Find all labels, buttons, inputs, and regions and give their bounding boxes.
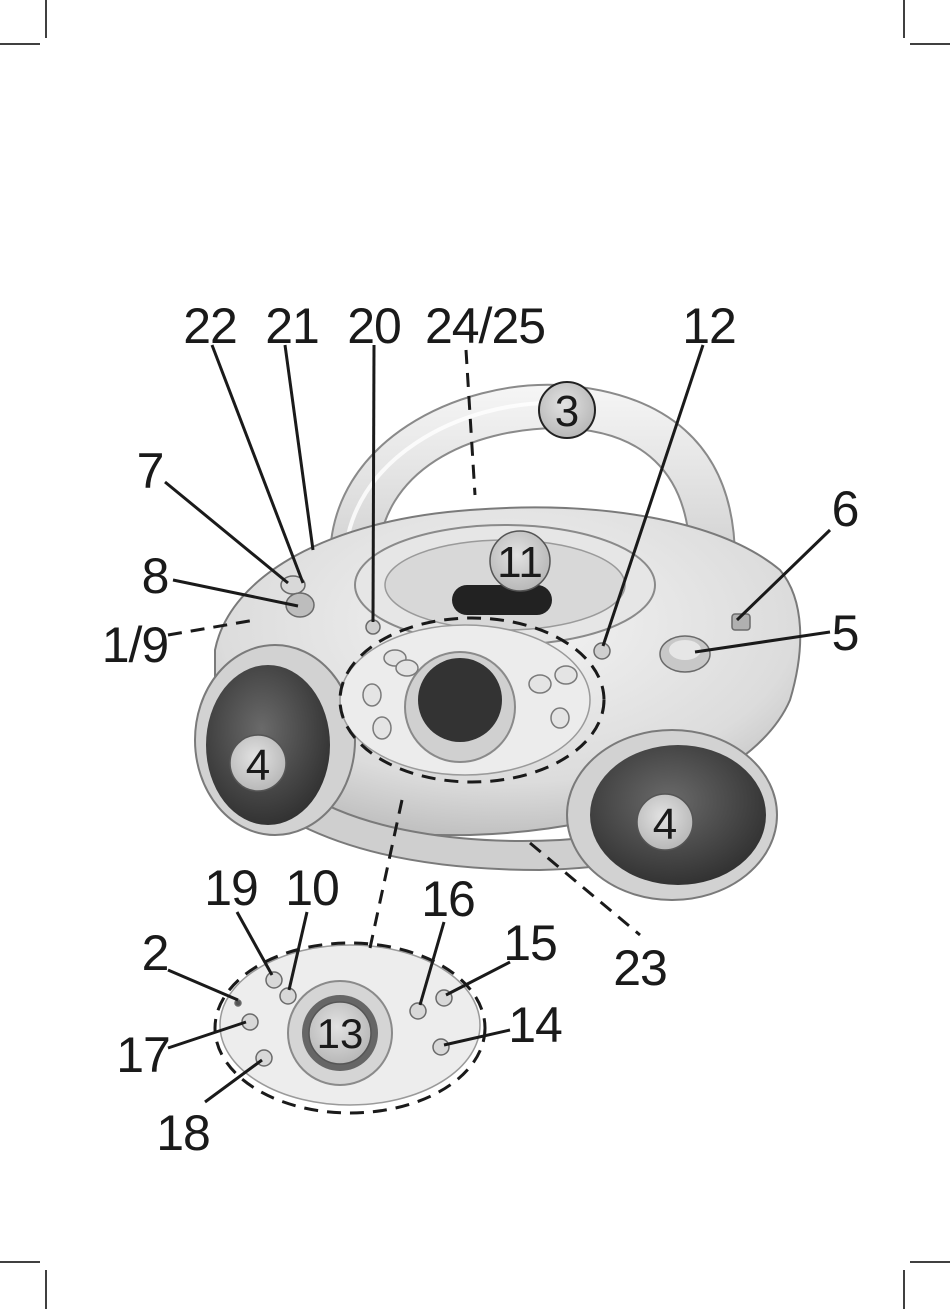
callout-14: 14 xyxy=(508,997,562,1053)
display-window xyxy=(418,658,502,742)
boombox xyxy=(195,385,800,1105)
badge-speaker-left: 4 xyxy=(246,741,270,790)
badge-speaker-right: 4 xyxy=(653,800,677,849)
callout-22: 22 xyxy=(183,298,237,354)
callout-6: 6 xyxy=(832,481,859,537)
cd-window xyxy=(452,585,552,615)
callout-7: 7 xyxy=(137,443,164,499)
callout-24-25: 24/25 xyxy=(425,298,545,354)
callout-10: 10 xyxy=(285,860,339,916)
callout-1-9: 1/9 xyxy=(102,617,169,673)
callout-15: 15 xyxy=(503,915,557,971)
badge-handle: 3 xyxy=(555,387,579,436)
callout-12: 12 xyxy=(682,298,736,354)
callout-23: 23 xyxy=(613,940,667,996)
callout-19: 19 xyxy=(204,860,258,916)
callout-18: 18 xyxy=(156,1105,210,1161)
badge-display: 13 xyxy=(317,1010,364,1057)
callout-20: 20 xyxy=(347,298,401,354)
callout-16: 16 xyxy=(421,871,475,927)
callout-17: 17 xyxy=(116,1027,170,1083)
badge-cd-lid: 11 xyxy=(497,538,543,587)
callout-2: 2 xyxy=(142,925,169,981)
callout-5: 5 xyxy=(832,605,859,661)
callout-8: 8 xyxy=(142,548,169,604)
callout-21: 21 xyxy=(265,298,319,354)
button-20[interactable] xyxy=(366,620,380,634)
